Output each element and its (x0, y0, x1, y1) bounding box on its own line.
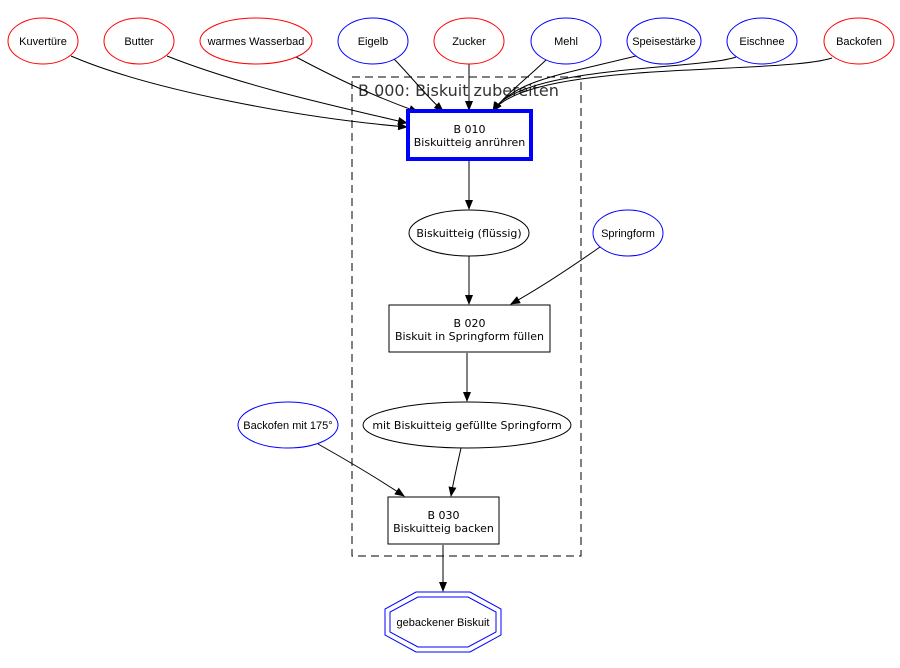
step-b010[interactable] (406, 109, 533, 161)
input-label: Zucker (452, 36, 486, 48)
input-label: Eigelb (358, 36, 389, 48)
step-b020-name: Biskuit in Springform füllen (395, 330, 544, 343)
input-node-8[interactable] (823, 17, 895, 65)
input-node-4[interactable] (433, 17, 505, 65)
step-b030-id: B 030 (427, 509, 459, 522)
step-b010-name: Biskuitteig anrühren (414, 136, 526, 149)
edge-arrow-13 (448, 447, 462, 497)
input-node-2[interactable] (199, 17, 313, 65)
input-node-3[interactable] (337, 17, 409, 65)
edge-arrow-14 (317, 443, 405, 497)
step-b020[interactable] (388, 304, 551, 353)
step-b020-id: B 020 (453, 317, 485, 330)
input-label: Eischnee (739, 36, 784, 48)
step-b010-id: B 010 (453, 123, 485, 136)
intermediate-label: mit Biskuitteig gefüllte Springform (372, 419, 561, 432)
output-label: gebackener Biskuit (397, 617, 490, 629)
input-node-0[interactable] (7, 17, 79, 65)
edge-arrow-3 (393, 58, 444, 112)
step-b030[interactable] (387, 496, 500, 545)
output-octagon-inner (389, 596, 497, 648)
edge-arrow-1 (166, 55, 408, 125)
side-input-label: Springform (601, 228, 655, 240)
intermediate-label: Biskuitteig (flüssig) (416, 227, 521, 240)
input-node-7[interactable] (726, 17, 798, 65)
input-label: Speisestärke (632, 36, 696, 48)
side-input-springform[interactable] (592, 209, 664, 257)
edge-arrow-0 (70, 55, 408, 131)
side-input-label: Backofen mit 175° (243, 420, 332, 432)
edge-arrow-8 (492, 57, 833, 112)
intermediate-biskuitteig-fluessig[interactable] (408, 209, 530, 257)
input-label: Mehl (554, 36, 578, 48)
edge-arrow-2 (295, 56, 419, 113)
side-input-backofen-175[interactable] (237, 401, 339, 449)
input-label: Kuvertüre (19, 36, 67, 48)
input-label: warmes Wasserbad (207, 36, 305, 48)
cluster-b000 (351, 76, 582, 557)
input-label: Backofen (836, 36, 882, 48)
intermediate-gefuellte-springform[interactable] (362, 401, 572, 449)
edge-arrow-11 (510, 246, 601, 305)
input-node-1[interactable] (103, 17, 175, 65)
edge-arrow-7 (492, 56, 737, 112)
step-b030-name: Biskuitteig backen (393, 522, 494, 535)
input-node-6[interactable] (626, 17, 702, 65)
input-label: Butter (124, 36, 154, 48)
output-octagon-outer[interactable] (384, 591, 502, 653)
input-node-5[interactable] (530, 17, 602, 65)
